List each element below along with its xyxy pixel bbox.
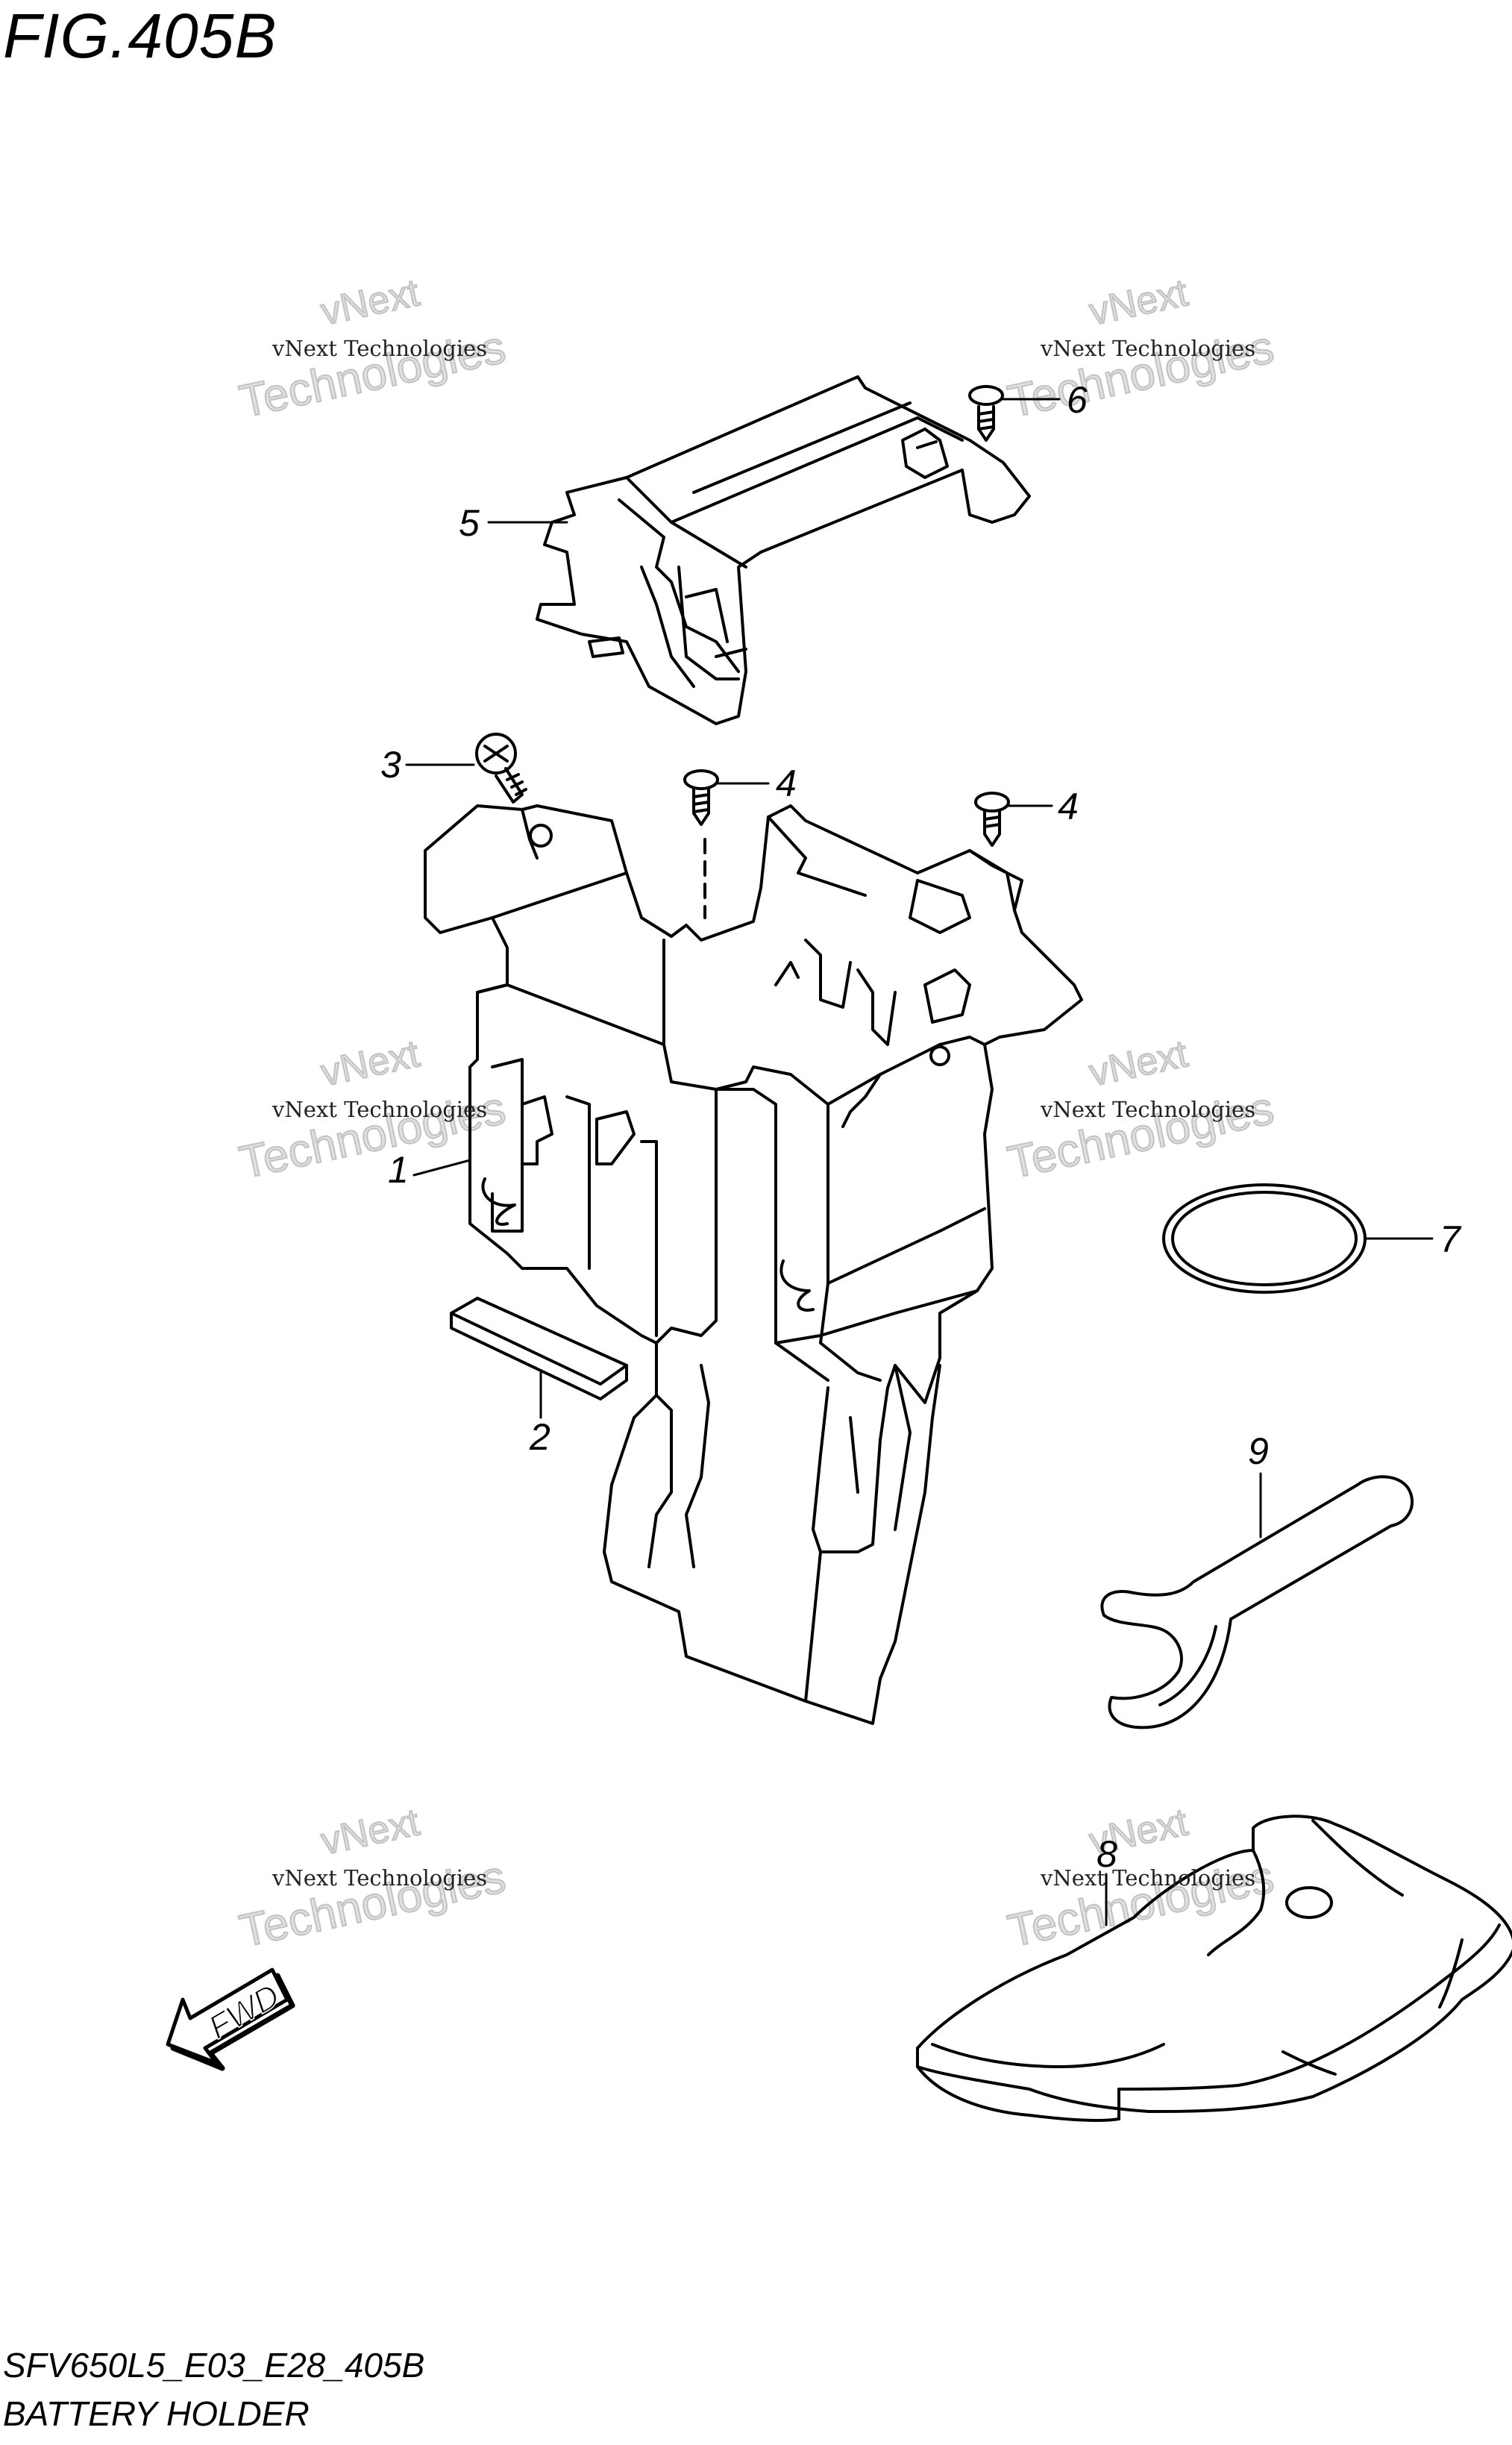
part-4-screw-right xyxy=(974,792,1010,847)
part-1-battery-holder xyxy=(424,804,1083,1725)
part-3-bolt xyxy=(475,733,527,804)
callout-6: 6 xyxy=(1067,379,1088,421)
callout-4-right: 4 xyxy=(1058,786,1079,827)
callout-1: 1 xyxy=(388,1149,409,1191)
callout-4-left: 4 xyxy=(776,763,797,804)
diagram-code: SFV650L5_E03_E28_405B xyxy=(3,2346,425,2385)
part-8-tool-bag xyxy=(916,1815,1512,2123)
callout-9: 9 xyxy=(1248,1430,1269,1472)
part-7-rubber-band xyxy=(1162,1183,1367,1294)
fwd-arrow[interactable] xyxy=(166,1967,295,2071)
part-2-pad xyxy=(450,1297,628,1400)
callout-7: 7 xyxy=(1440,1218,1462,1260)
diagram-name: BATTERY HOLDER xyxy=(3,2394,310,2433)
part-4-screw-left xyxy=(683,769,719,919)
callout-2: 2 xyxy=(529,1416,550,1458)
callout-8: 8 xyxy=(1097,1833,1117,1875)
callout-3: 3 xyxy=(380,744,401,786)
callouts: 5 6 3 4 4 1 2 7 9 8 xyxy=(380,379,1462,1875)
figure-title: FIG.405B xyxy=(3,1,277,71)
part-6-screw xyxy=(968,385,1004,442)
leader-lines xyxy=(405,398,1434,1926)
part-5-upper-bracket xyxy=(536,375,1031,725)
part-9-spanner xyxy=(1100,1475,1414,1729)
callout-5: 5 xyxy=(459,502,480,544)
